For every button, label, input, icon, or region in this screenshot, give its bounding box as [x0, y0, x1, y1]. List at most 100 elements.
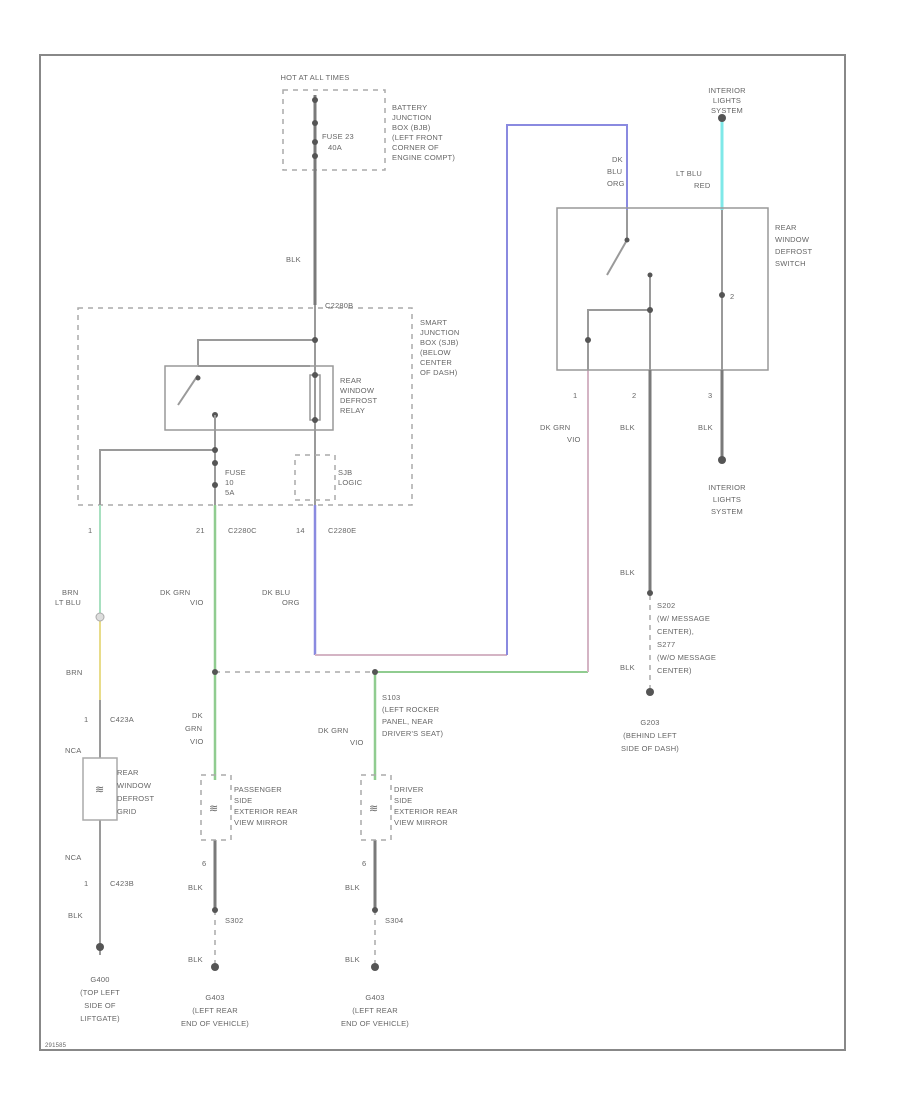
splice-label: S304 — [385, 916, 403, 925]
wire-color-label: BLK — [620, 568, 635, 577]
pin-label: 1 — [84, 715, 88, 724]
splice-label: (W/O MESSAGE — [657, 653, 716, 662]
ground-label: END OF VEHICLE) — [181, 1019, 249, 1028]
ground-label: G203 — [640, 718, 659, 727]
mirror-name: VIEW MIRROR — [234, 818, 288, 827]
wire-color-label: BLK — [620, 663, 635, 672]
ground-g203: BLK S202 (W/ MESSAGE CENTER), S277 (W/O … — [620, 568, 716, 753]
splice-label: CENTER), — [657, 627, 694, 636]
grid-name: WINDOW — [117, 781, 152, 790]
wire-color-label: NCA — [65, 746, 81, 755]
heater-icon: ≋ — [369, 803, 378, 815]
wire-color-label: BLK — [286, 255, 301, 264]
relay-name: DEFROST — [340, 396, 377, 405]
wire-color-label: BLK — [188, 883, 203, 892]
ground-label: G403 — [365, 993, 384, 1002]
system-label: LIGHTS — [713, 495, 741, 504]
splice-label: S103 — [382, 693, 400, 702]
wire-color-label: BLK — [345, 883, 360, 892]
pin-label: 14 — [296, 526, 305, 535]
battery-junction-box: HOT AT ALL TIMES FUSE 23 40A BATTERY JUN… — [280, 73, 455, 305]
ground-label: (LEFT REAR — [352, 1006, 398, 1015]
wire-color-label: VIO — [190, 737, 204, 746]
grid-name: REAR — [117, 768, 139, 777]
relay-box — [164, 365, 334, 431]
system-label: INTERIOR — [708, 86, 746, 95]
pin-label: 3 — [708, 391, 712, 400]
fuse-label: 5A — [225, 488, 235, 497]
bjb-name: CORNER OF — [392, 143, 439, 152]
wire-color-label: DK GRN — [318, 726, 348, 735]
mirror-name: EXTERIOR REAR — [234, 807, 298, 816]
splice-label: S302 — [225, 916, 243, 925]
ground-label: (TOP LEFT — [80, 988, 120, 997]
rear-window-defrost-grid: 1 C423A NCA ≋ REAR WINDOW DEFROST GRID N… — [65, 715, 154, 1023]
power-label: HOT AT ALL TIMES — [280, 73, 349, 82]
bjb-name: JUNCTION — [392, 113, 432, 122]
pin-label: 21 — [196, 526, 205, 535]
relay-name: REAR — [340, 376, 362, 385]
wires — [95, 118, 724, 971]
logic-label: SJB — [338, 468, 352, 477]
wire-color-label: DK — [192, 711, 203, 720]
connector-label: C2280E — [328, 526, 356, 535]
driver-mirror: ≋ DRIVER SIDE EXTERIOR REAR VIEW MIRROR … — [341, 774, 458, 1028]
wire-color-label: DK GRN — [160, 588, 190, 597]
pin-label: 1 — [573, 391, 577, 400]
ground-label: END OF VEHICLE) — [341, 1019, 409, 1028]
mirror-name: SIDE — [394, 796, 412, 805]
wire-color-label: ORG — [282, 598, 300, 607]
wire-color-label: LT BLU — [55, 598, 81, 607]
wire-color-label: RED — [694, 181, 711, 190]
heater-grid-icon: ≋ — [95, 784, 104, 796]
splice-label: (W/ MESSAGE — [657, 614, 710, 623]
passenger-mirror: ≋ PASSENGER SIDE EXTERIOR REAR VIEW MIRR… — [181, 774, 298, 1028]
splice-label: S202 — [657, 601, 675, 610]
switch-name: DEFROST — [775, 247, 812, 256]
wire-color-label: DK — [612, 155, 623, 164]
mirror-name: SIDE — [234, 796, 252, 805]
ground-label: G403 — [205, 993, 224, 1002]
splice-label: S277 — [657, 640, 675, 649]
system-label: SYSTEM — [711, 106, 743, 115]
wire-color-label: VIO — [567, 435, 581, 444]
diagram-frame — [39, 54, 846, 1051]
pin-label: 1 — [84, 879, 88, 888]
wire-color-label: DK GRN — [540, 423, 570, 432]
wire-color-label: BLK — [698, 423, 713, 432]
relay-name: WINDOW — [340, 386, 375, 395]
sjb-name: CENTER — [420, 358, 452, 367]
wire-color-label: BRN — [66, 668, 82, 677]
splice-label: DRIVER'S SEAT) — [382, 729, 443, 738]
wire-color-label: BLK — [620, 423, 635, 432]
bjb-name: ENGINE COMPT) — [392, 153, 455, 162]
mirror-name: PASSENGER — [234, 785, 282, 794]
mirror-name: DRIVER — [394, 785, 424, 794]
fuse-label: 10 — [225, 478, 234, 487]
ground-label: G400 — [90, 975, 109, 984]
rear-window-defrost-switch: INTERIOR LIGHTS SYSTEM DK BLU ORG LT BLU… — [540, 86, 812, 696]
wire-color-label: BRN — [62, 588, 78, 597]
relay-name: RELAY — [340, 406, 365, 415]
pin-label: 1 — [88, 526, 92, 535]
grid-name: GRID — [117, 807, 137, 816]
fuse-label: FUSE — [225, 468, 246, 477]
connector-label: C2280B — [325, 301, 353, 310]
ground-label: (BEHIND LEFT — [623, 731, 677, 740]
sjb-name: BOX (SJB) — [420, 338, 459, 347]
switch-name: WINDOW — [775, 235, 810, 244]
wire-color-label: LT BLU — [676, 169, 702, 178]
heater-icon: ≋ — [209, 803, 218, 815]
smart-junction-box: C2280B SMART JUNCTION BOX (SJB) (BELOW C… — [77, 301, 459, 535]
wire-color-label: BLK — [188, 955, 203, 964]
pin-label: 2 — [632, 391, 636, 400]
wire-color-label: DK BLU — [262, 588, 290, 597]
splice-label: CENTER) — [657, 666, 692, 675]
wire-color-label: VIO — [350, 738, 364, 747]
system-label: LIGHTS — [713, 96, 741, 105]
pin-label: 2 — [730, 292, 734, 301]
connector-label: C2280C — [228, 526, 257, 535]
system-label: SYSTEM — [711, 507, 743, 516]
switch-name: SWITCH — [775, 259, 806, 268]
